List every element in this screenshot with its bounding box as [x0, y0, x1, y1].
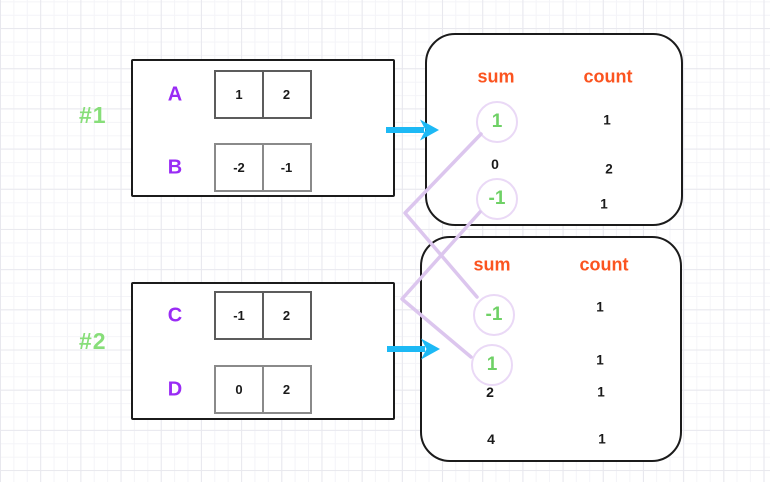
sum-value: 1	[491, 111, 503, 132]
array-a-cell-0: 1	[214, 70, 264, 119]
array-c-cell-0: -1	[214, 291, 264, 340]
count-value: 1	[600, 196, 608, 212]
array-d-cell-0: 0	[214, 365, 264, 414]
sum-circle-2-neg1: -1	[473, 294, 515, 336]
count-value: 2	[605, 161, 613, 177]
count-value: 1	[596, 299, 604, 315]
sum-value: -1	[485, 304, 503, 325]
example-2-label: #2	[79, 328, 107, 354]
example-2-arrays-box: C -1 2 D 0 2	[131, 282, 395, 420]
count-value: 1	[596, 352, 604, 368]
count-header-1: count	[583, 66, 633, 87]
array-c-label: C	[167, 304, 183, 327]
array-a-cell-1: 2	[261, 70, 312, 119]
array-b-cell-1: -1	[261, 143, 312, 192]
count-header-2: count	[579, 254, 629, 275]
array-d-label: D	[167, 378, 183, 401]
sum-circle-1-1: 1	[476, 101, 518, 143]
array-d-cell-1: 2	[261, 365, 312, 414]
sum-value: 0	[491, 156, 499, 172]
sum-header-2: sum	[473, 254, 511, 275]
array-a-cells: 1 2	[214, 70, 312, 119]
array-b-cell-0: -2	[214, 143, 264, 192]
count-value: 1	[597, 384, 605, 400]
count-value: 1	[603, 112, 611, 128]
example-1-arrays-box: A 1 2 B -2 -1	[131, 59, 395, 197]
array-c-cell-1: 2	[261, 291, 312, 340]
array-c-cells: -1 2	[214, 291, 312, 340]
sum-circle-1-neg1: -1	[476, 178, 518, 220]
example-2-sum-table: sum count -1 1 1 1 2 1 4 1	[420, 236, 682, 462]
sum-value: 2	[486, 384, 494, 400]
sum-circle-2-1: 1	[471, 344, 513, 386]
sum-value: 4	[487, 431, 495, 447]
array-d-cells: 0 2	[214, 365, 312, 414]
count-value: 1	[598, 431, 606, 447]
array-b-label: B	[167, 156, 183, 179]
array-b-cells: -2 -1	[214, 143, 312, 192]
example-1-label: #1	[79, 102, 107, 128]
sum-header-1: sum	[477, 66, 515, 87]
example-1-sum-table: sum count 1 1 0 2 -1 1	[425, 33, 683, 226]
array-a-label: A	[167, 83, 183, 106]
sum-value: -1	[488, 188, 506, 209]
sum-value: 1	[486, 354, 498, 375]
